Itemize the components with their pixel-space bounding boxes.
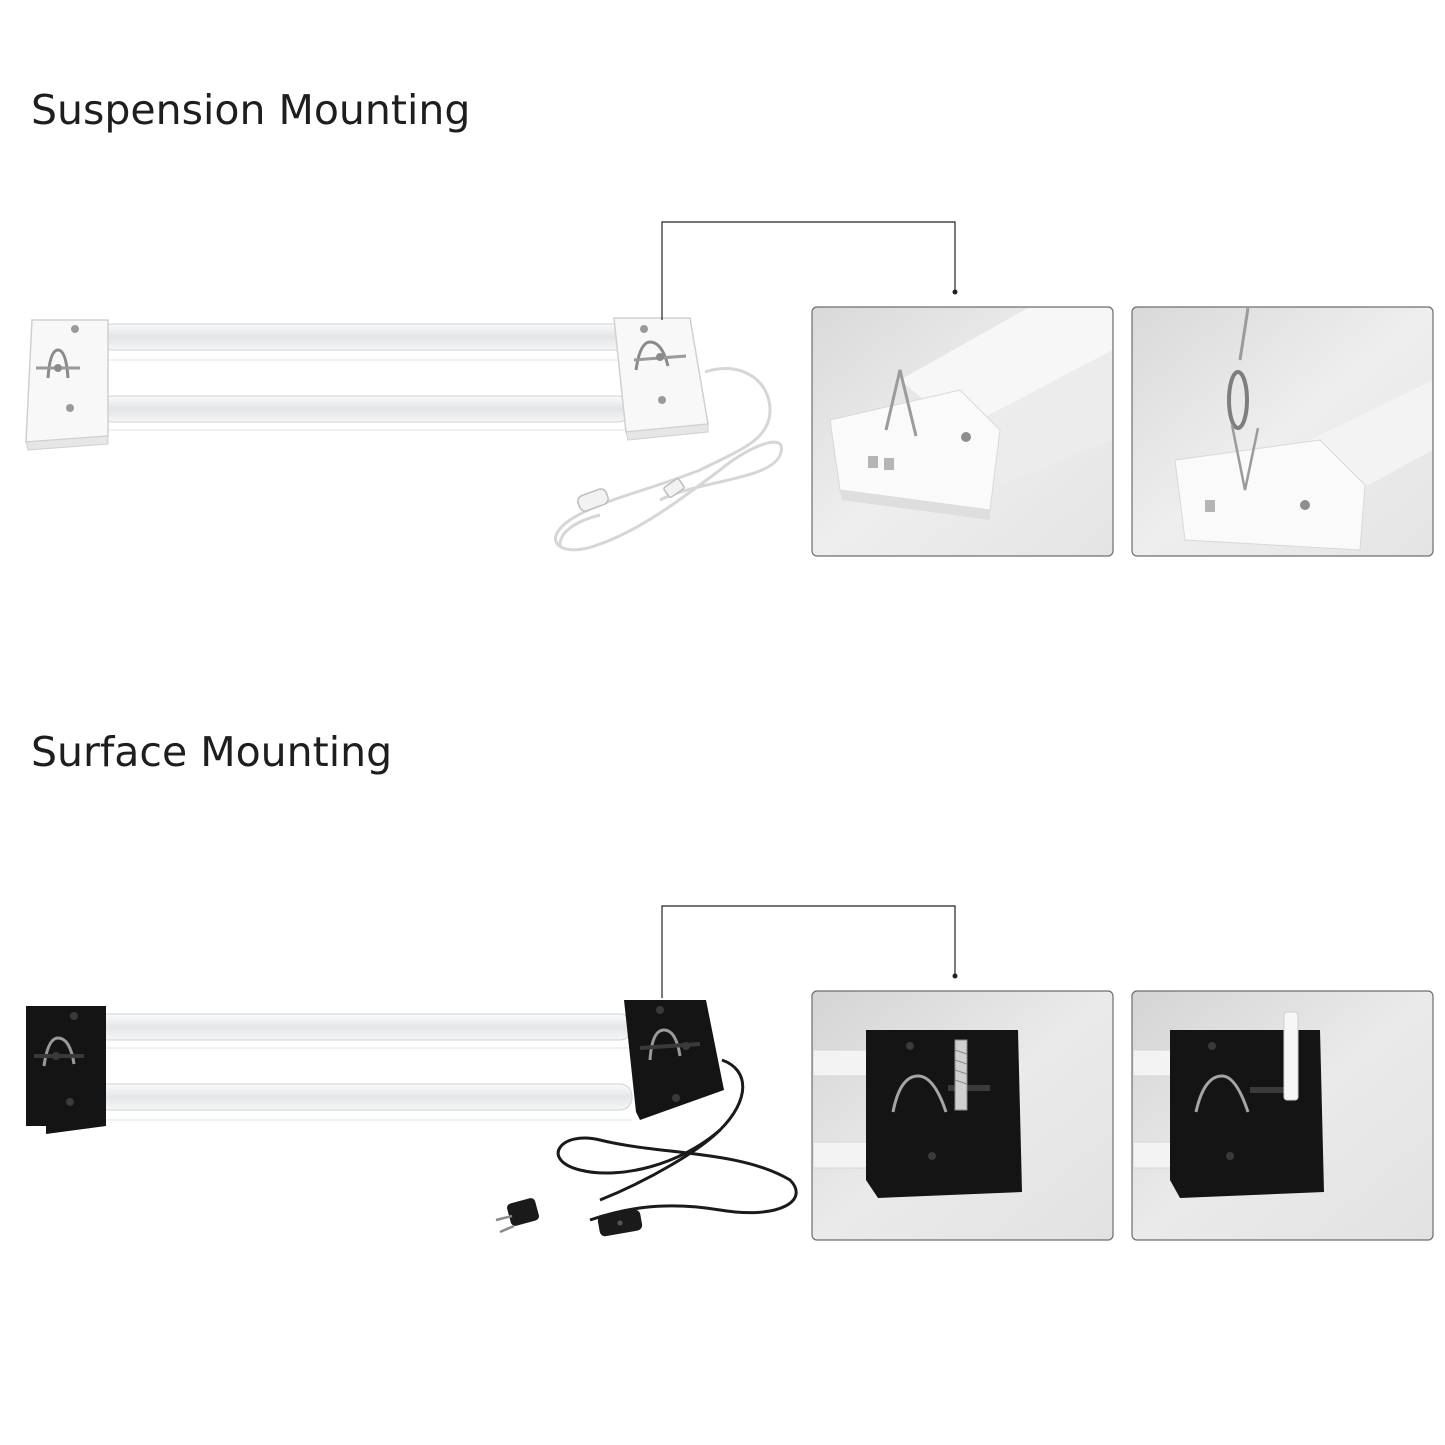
right-end-cap [624,1000,724,1120]
suspension-mounting-illustration [0,200,1445,620]
lower-tube [95,1083,633,1111]
screw-hole-icon [71,325,79,333]
screw-hole-icon [640,325,648,333]
suspension-mounting-title: Suspension Mounting [31,86,471,134]
screw-hole-icon [66,404,74,412]
callout-dot [952,289,958,295]
surface-illustration-svg [26,905,1434,1241]
v-hook-clip-icon [884,369,918,437]
detail-panel-anchor-mount [1131,990,1434,1241]
wall-anchor-icon [1283,1011,1299,1101]
plug-icon [663,477,685,499]
black-shop-light-fixture [26,1000,798,1237]
callout-line [661,221,956,320]
surface-mounting-illustration [0,880,1445,1300]
v-hook-icon [46,348,70,379]
white-shop-light-fixture [25,317,784,552]
detail-panel-v-hook-clip [811,306,1114,557]
callout-dot [952,973,958,979]
screw-icon [954,1039,968,1111]
black-power-cord [495,1058,798,1237]
carabiner-icon [1227,370,1249,430]
white-power-cord [554,366,784,552]
screw-hole-icon [66,1098,74,1106]
detail-panel-cable-hanging [1131,306,1434,557]
screw-hole-icon [70,1012,78,1020]
screw-hole-icon [672,1094,680,1102]
lower-tube [99,395,631,423]
plug-icon [507,1198,539,1226]
suspension-illustration-svg [25,221,1434,557]
v-hook-icon [648,1028,682,1061]
inline-switch-icon [577,488,609,512]
surface-mounting-title: Surface Mounting [31,728,393,776]
upper-tube [95,1013,633,1041]
left-end-cap [26,1006,106,1134]
steel-cable-icon [1238,308,1250,361]
detail-panel-screw-mount [811,990,1114,1241]
left-end-cap [25,319,109,451]
upper-tube [99,323,631,351]
screw-hole-icon [658,396,666,404]
v-hook-icon [42,1036,76,1067]
v-hook-icon [634,340,670,371]
screw-hole-icon [656,1006,664,1014]
callout-line [661,905,956,998]
right-end-cap [613,317,709,441]
